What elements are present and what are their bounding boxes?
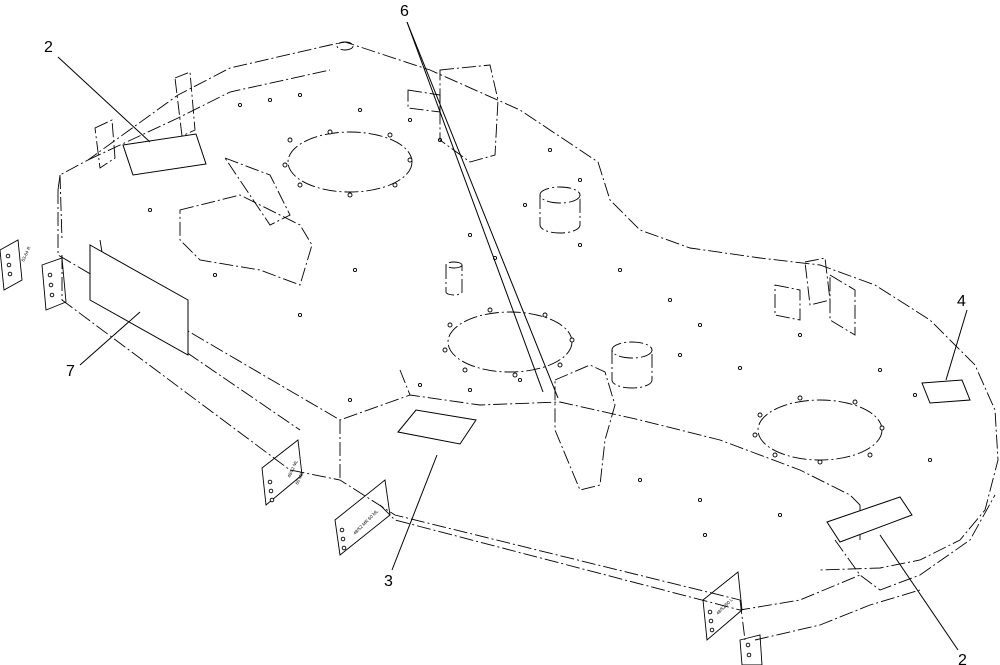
bracket-left-rear (0, 239, 23, 291)
leader-4 (945, 309, 968, 381)
bracket-front-center (334, 479, 391, 556)
spindle-openings (287, 131, 883, 461)
deck-skirt (61, 239, 996, 641)
leader-2-rear (57, 56, 151, 143)
leader-7 (79, 311, 141, 366)
leader-lines (57, 21, 968, 651)
spindle-housings (336, 41, 653, 389)
leader-6a (406, 21, 544, 393)
bracket-label-1: 63-64 R (20, 245, 32, 262)
bracket-label-3: 60 MR (294, 471, 304, 486)
callout-2-rear: 2 (44, 39, 53, 56)
decal-4-right (921, 379, 971, 404)
bracket-front-right (702, 571, 743, 641)
center-spindle-opening (447, 311, 573, 373)
rear-brackets (94, 64, 856, 491)
right-spindle-opening (757, 399, 883, 461)
deck-top-outline (57, 41, 999, 571)
callout-6: 6 (400, 3, 409, 20)
decal-7-side (89, 244, 189, 356)
left-spindle-opening (287, 131, 413, 193)
callout-3: 3 (384, 573, 393, 590)
callout-4: 4 (957, 293, 966, 310)
bracket-front-left (261, 439, 303, 506)
leader-6b (406, 21, 559, 399)
leader-3 (391, 454, 438, 571)
callouts: 2 6 4 7 3 2 (44, 3, 967, 665)
decals (89, 133, 971, 543)
callout-2-front: 2 (958, 652, 967, 665)
bracket-left-front (41, 257, 67, 311)
bolt-holes (147, 92, 933, 538)
bracket-label-4: 48/52 MR 60 ML (352, 508, 379, 535)
callout-7: 7 (66, 363, 75, 380)
leader-2-front (879, 534, 959, 651)
bracket-label-5: 48/52/60 L (715, 597, 734, 616)
decal-2-rear (122, 133, 207, 176)
decal-3-front (397, 409, 477, 445)
decal-2-front-right (826, 496, 913, 543)
